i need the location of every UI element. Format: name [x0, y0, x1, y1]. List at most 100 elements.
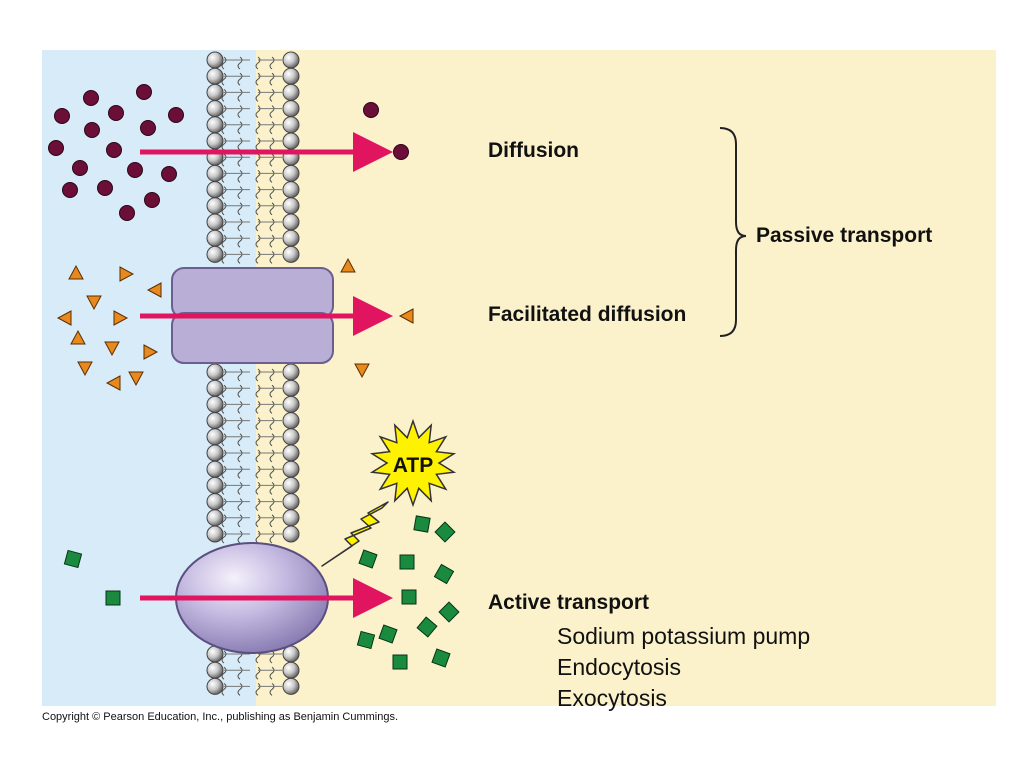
phospholipid-head: [206, 379, 224, 397]
phospholipid-head: [282, 379, 300, 397]
active-transport-molecule: [392, 654, 408, 670]
phospholipid-head: [282, 164, 300, 182]
active-transport-molecule: [416, 616, 438, 638]
phospholipid-head: [206, 213, 224, 231]
phospholipid-head: [206, 363, 224, 381]
phospholipid-head: [206, 460, 224, 478]
phospholipid-head: [282, 229, 300, 247]
diffusion-molecule: [393, 144, 409, 160]
facilitated-molecule: [68, 264, 84, 280]
diffusion-molecule: [161, 166, 177, 182]
phospholipid-head: [206, 181, 224, 199]
facilitated-molecule: [56, 310, 72, 326]
facilitated-diffusion-label: Facilitated diffusion: [488, 303, 687, 326]
phospholipid-head: [282, 83, 300, 101]
active-transport-molecule: [438, 601, 460, 623]
diffusion-molecule: [48, 140, 64, 156]
diffusion-molecule: [54, 108, 70, 124]
phospholipid-head: [206, 661, 224, 679]
facilitated-molecule: [340, 257, 356, 273]
facilitated-molecule: [128, 371, 144, 387]
diffusion-molecule: [119, 205, 135, 221]
phospholipid-head: [282, 412, 300, 430]
example-sodium-potassium-pump: Sodium potassium pump: [557, 623, 811, 649]
phospholipid-head: [282, 245, 300, 263]
phospholipid-head: [206, 412, 224, 430]
phospholipid-head: [282, 428, 300, 446]
atp-label: ATP: [393, 454, 433, 477]
passive-transport-bracket: [719, 127, 747, 337]
diffusion-molecule: [363, 102, 379, 118]
phospholipid-head: [206, 197, 224, 215]
phospholipid-head: [206, 509, 224, 527]
phospholipid-head: [206, 444, 224, 462]
phospholipid-head: [206, 476, 224, 494]
phospholipid-head: [282, 476, 300, 494]
phospholipid-head: [206, 51, 224, 69]
diffusion-molecule: [127, 162, 143, 178]
phospholipid-head: [282, 181, 300, 199]
phospholipid-head: [282, 213, 300, 231]
active-transport-molecule: [431, 648, 451, 668]
phospholipid-head: [282, 100, 300, 118]
diffusion-label: Diffusion: [488, 139, 579, 162]
phospholipid-head: [282, 395, 300, 413]
active-transport-molecule: [401, 589, 417, 605]
phospholipid-head: [282, 51, 300, 69]
phospholipid-head: [282, 132, 300, 150]
active-transport-molecule: [358, 549, 378, 569]
diffusion-molecule: [62, 182, 78, 198]
example-endocytosis: Endocytosis: [557, 654, 682, 680]
phospholipid-head: [206, 164, 224, 182]
phospholipid-head: [282, 509, 300, 527]
phospholipid-head: [206, 395, 224, 413]
facilitated-molecule: [105, 375, 121, 391]
phospholipid-head: [206, 493, 224, 511]
active-transport-molecule: [356, 630, 376, 650]
diffusion-molecule: [140, 120, 156, 136]
phospholipid-head: [206, 245, 224, 263]
facilitated-molecule: [104, 341, 120, 357]
phospholipid-head: [282, 493, 300, 511]
active-transport-molecule: [413, 515, 431, 533]
facilitated-molecule: [70, 329, 86, 345]
diffusion-molecule: [97, 180, 113, 196]
phospholipid-head: [282, 525, 300, 543]
facilitated-molecule: [86, 295, 102, 311]
phospholipid-head: [282, 677, 300, 695]
diffusion-molecule: [83, 90, 99, 106]
active-transport-molecule: [434, 521, 456, 543]
facilitated-molecule: [398, 308, 414, 324]
active-transport-molecule: [63, 549, 83, 569]
example-exocytosis: Exocytosis: [557, 685, 667, 711]
active-transport-molecule: [399, 554, 415, 570]
active-transport-molecules: [63, 515, 460, 670]
copyright-notice: Copyright © Pearson Education, Inc., pub…: [42, 711, 399, 723]
diffusion-molecule: [168, 107, 184, 123]
diffusion-molecule: [144, 192, 160, 208]
diffusion-molecules: [48, 84, 409, 221]
diffusion-molecule: [72, 160, 88, 176]
phospholipid-head: [206, 132, 224, 150]
active-transport-label: Active transport: [488, 591, 650, 614]
active-transport-molecule: [378, 624, 398, 644]
phospholipid-bilayer: [206, 51, 300, 696]
phospholipid-head: [206, 677, 224, 695]
phospholipid-head: [206, 83, 224, 101]
phospholipid-head: [282, 197, 300, 215]
phospholipid-head: [282, 363, 300, 381]
phospholipid-head: [282, 460, 300, 478]
diffusion-molecule: [108, 105, 124, 121]
diffusion-molecule: [106, 142, 122, 158]
diffusion-molecule: [136, 84, 152, 100]
facilitated-molecule: [354, 363, 370, 379]
phospholipid-head: [206, 100, 224, 118]
phospholipid-head: [282, 661, 300, 679]
atp-burst-icon: ATP: [369, 418, 457, 508]
diffusion-molecule: [84, 122, 100, 138]
channel-protein: [171, 267, 334, 364]
phospholipid-head: [282, 116, 300, 134]
facilitated-molecule: [113, 310, 129, 326]
facilitated-molecules: [56, 257, 414, 391]
